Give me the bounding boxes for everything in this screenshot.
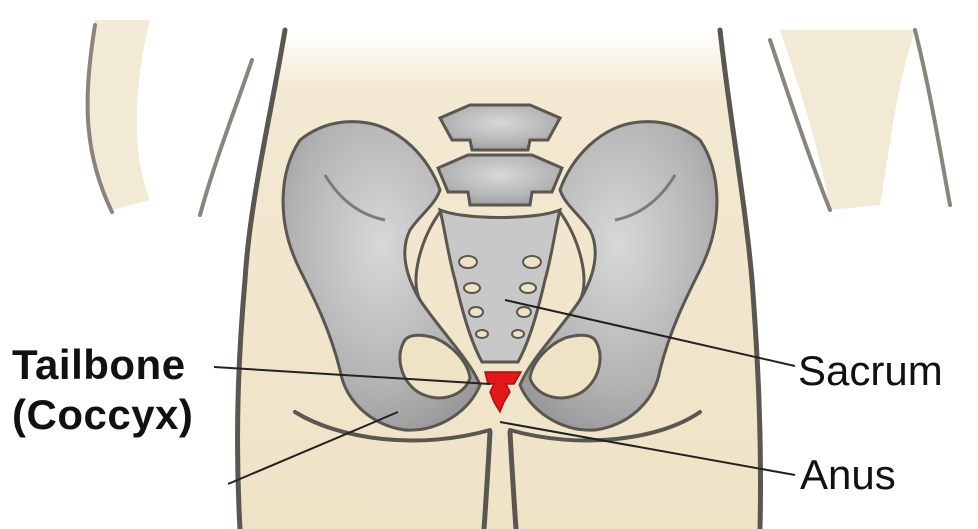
tailbone-label: Tailbone <box>12 344 186 386</box>
coccyx-label: (Coccyx) <box>12 394 193 436</box>
anus-label: Anus <box>800 454 896 496</box>
left-arm <box>87 20 252 215</box>
right-arm <box>770 30 950 210</box>
sacrum-label: Sacrum <box>798 350 943 392</box>
